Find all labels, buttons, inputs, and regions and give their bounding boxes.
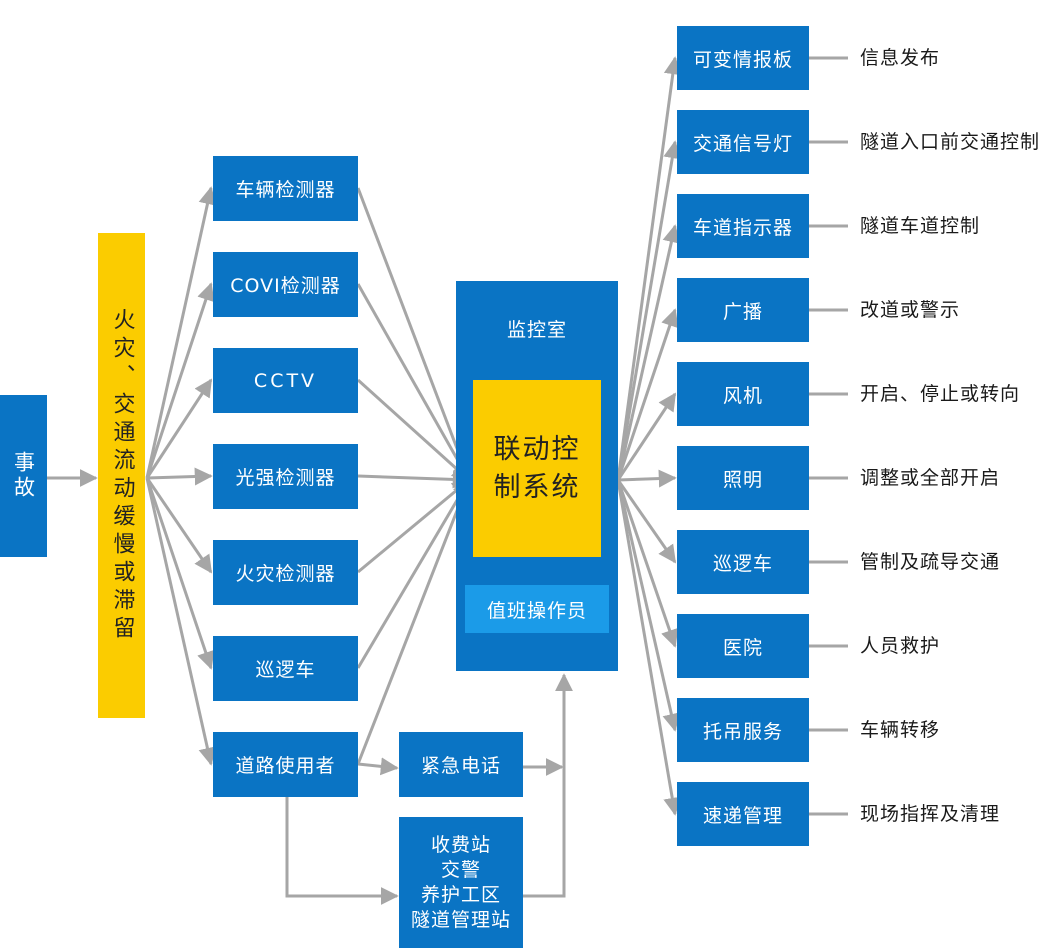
station-toll: 收费站 — [430, 833, 491, 856]
output-tow-service-box: 托吊服务 — [677, 698, 809, 762]
control-room-title: 监控室 — [506, 319, 567, 341]
control-to-output-arrow — [616, 392, 677, 481]
user-to-stations-arrow — [285, 797, 399, 905]
station-maintenance: 养护工区 — [420, 883, 501, 906]
control-to-output-arrow — [616, 479, 681, 732]
output-lane-indicator-box: 车道指示器 — [677, 194, 809, 258]
detector-covi-box: COVI检测器 — [213, 252, 358, 317]
control-to-output-arrow — [616, 56, 682, 481]
cause-to-detector-arrow — [146, 467, 213, 486]
user-to-phone-arrow — [357, 757, 399, 776]
output-broadcast-box: 广播 — [677, 278, 809, 342]
action-scene-command: 现场指挥及清理 — [860, 803, 1001, 825]
action-traffic-guidance: 管制及疏导交通 — [860, 551, 1001, 573]
event-box: 事故 — [0, 395, 47, 557]
detector-fire-box: 火灾检测器 — [213, 540, 358, 605]
detector-vehicle-box: 车辆检测器 — [213, 156, 358, 221]
duty-operator-box: 值班操作员 — [465, 585, 609, 633]
action-entrance-control: 隧道入口前交通控制 — [860, 131, 1041, 153]
station-police: 交警 — [440, 858, 481, 881]
detector-to-control-arrow — [356, 478, 471, 669]
control-to-output-arrow — [616, 308, 679, 481]
output-vms-box: 可变情报板 — [677, 26, 809, 90]
action-fan-control: 开启、停止或转向 — [860, 383, 1021, 405]
action-info-release: 信息发布 — [860, 47, 941, 69]
cause-to-detector-arrow — [145, 477, 213, 574]
output-lighting-box: 照明 — [677, 446, 809, 510]
detector-to-control-arrow — [356, 378, 471, 482]
output-fan-box: 风机 — [677, 362, 809, 426]
action-detour-warning: 改道或警示 — [860, 299, 961, 321]
control-to-output-arrow — [616, 479, 679, 648]
detector-to-control-arrow — [356, 478, 472, 765]
output-patrol-car-box: 巡逻车 — [677, 530, 809, 594]
road-user-box: 道路使用者 — [213, 732, 358, 797]
control-room-box: 监控室 联动控制系统 值班操作员 — [456, 281, 618, 671]
patrol-car-input-box: 巡逻车 — [213, 636, 358, 701]
output-hospital-box: 医院 — [677, 614, 809, 678]
detector-to-control-arrow — [357, 478, 471, 574]
detector-to-control-arrow — [357, 470, 471, 489]
cause-box: 火灾、交通流动缓慢或滞留 — [98, 233, 145, 718]
stations-to-control-arrow — [523, 673, 573, 898]
detector-light-box: 光强检测器 — [213, 444, 358, 509]
control-to-output-arrow — [617, 469, 677, 488]
emergency-phone-box: 紧急电话 — [399, 732, 523, 797]
linkage-control-system: 联动控制系统 — [473, 380, 601, 557]
detector-to-control-arrow — [356, 187, 472, 482]
stations-box: 收费站 交警 养护工区 隧道管理站 — [399, 817, 523, 948]
control-to-output-arrow — [616, 479, 682, 816]
cause-to-detector-arrow — [145, 477, 217, 766]
cause-to-detector-arrow — [145, 378, 213, 479]
action-lighting-adjust: 调整或全部开启 — [860, 467, 1001, 489]
control-to-output-arrow — [616, 224, 681, 481]
output-express-management-box: 速递管理 — [677, 782, 809, 846]
action-rescue: 人员救护 — [860, 635, 941, 657]
detector-to-control-arrow — [356, 283, 471, 482]
cause-to-detector-arrow — [145, 282, 215, 479]
output-traffic-light-box: 交通信号灯 — [677, 110, 809, 174]
control-to-output-arrow — [616, 479, 677, 564]
station-tunnel-management: 隧道管理站 — [410, 908, 511, 931]
cause-to-detector-arrow — [145, 186, 217, 479]
action-lane-control: 隧道车道控制 — [860, 215, 981, 237]
action-vehicle-removal: 车辆转移 — [860, 719, 941, 741]
cause-to-detector-arrow — [145, 477, 215, 670]
detector-cctv-box: CCTV — [213, 348, 358, 413]
control-to-output-arrow — [616, 140, 682, 481]
